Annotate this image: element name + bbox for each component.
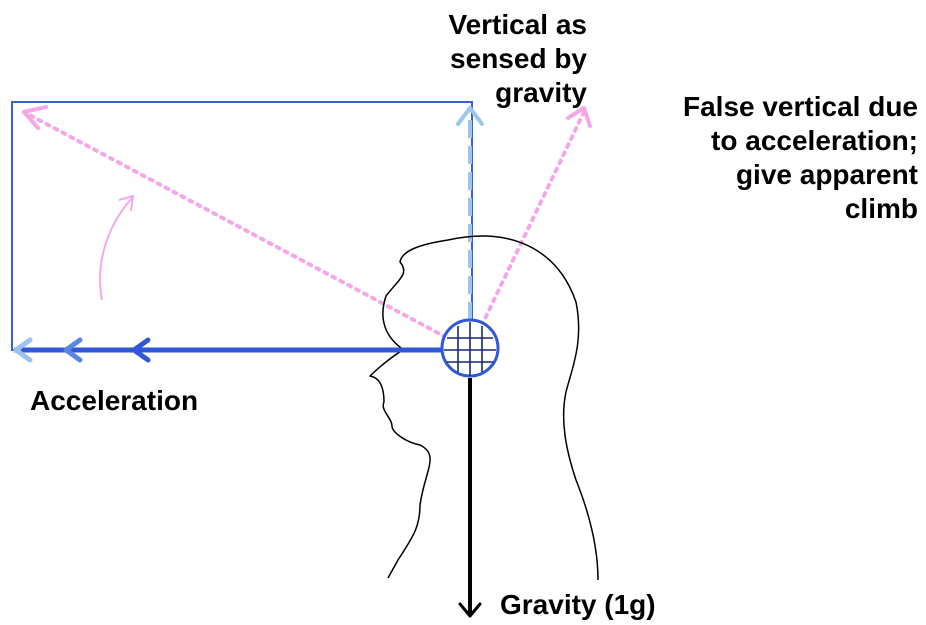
vector-rectangle [12,102,472,350]
head-outline-icon [370,236,598,580]
false-vertical-line-right [470,112,584,350]
label-false-line-1: False vertical due [683,90,918,124]
vestibular-organ-icon [442,320,498,376]
label-vertical-line-1: Vertical as [448,8,587,42]
label-vertical-sensed: Vertical as sensed by gravity [448,8,587,110]
label-false-vertical: False vertical due to acceleration; give… [683,90,918,226]
label-vertical-line-3: gravity [448,76,587,110]
label-acceleration: Acceleration [30,384,198,418]
label-vertical-line-2: sensed by [448,42,587,76]
rotation-arrow-icon [100,198,132,300]
label-false-line-2: to acceleration; [683,124,918,158]
label-gravity: Gravity (1g) [500,588,656,622]
label-false-line-3: give apparent [683,158,918,192]
false-vertical-line-left [24,112,470,350]
label-false-line-4: climb [683,192,918,226]
